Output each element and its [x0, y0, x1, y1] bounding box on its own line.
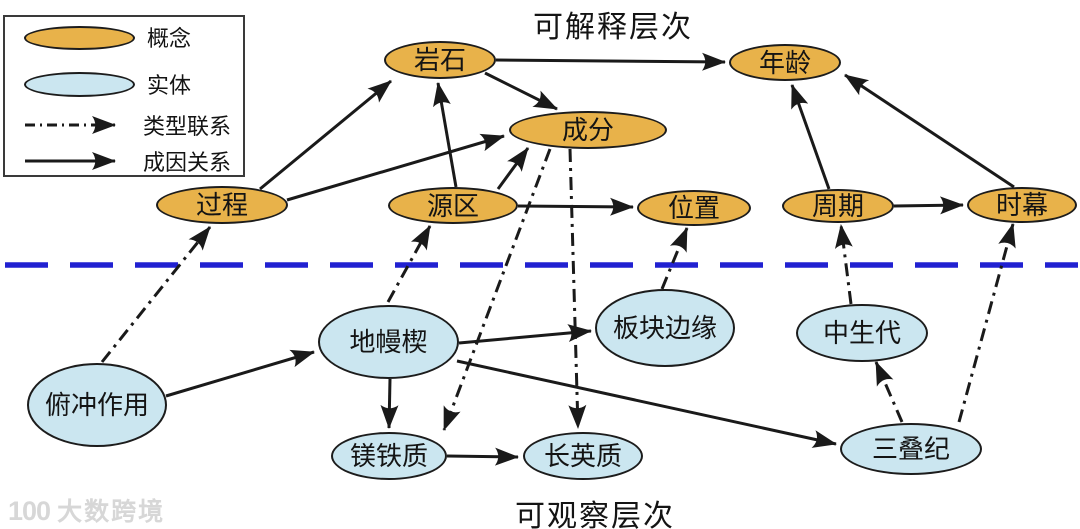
edge-causal-mantlewedge-platemargin	[458, 324, 592, 345]
edge-type-mesozoic-cycle	[834, 224, 853, 305]
legend-causal-relation-arrow	[25, 152, 116, 170]
edge-causal-rock-composition	[484, 71, 558, 111]
edge-type-platemargin-location	[660, 227, 689, 290]
edge-type-triassic-epoch	[957, 223, 1016, 423]
edge-causal-process-composition	[286, 133, 505, 202]
node-concept-cycle: 周期	[782, 189, 894, 223]
edge-causal-mantlewedge-mafic	[380, 378, 399, 429]
edge-causal-source-location	[517, 197, 634, 216]
edge-causal-subduction-mantlewedge	[165, 349, 315, 398]
node-entity-mafic: 镁铁质	[331, 432, 447, 480]
legend-type-relation-label: 类型联系	[143, 114, 232, 139]
node-concept-age: 年龄	[729, 44, 841, 81]
node-concept-source-region: 源区	[388, 187, 518, 224]
title-observable-layer: 可观察层次	[515, 500, 675, 529]
node-entity-mesozoic: 中生代	[796, 304, 928, 362]
edge-causal-process-rock	[259, 79, 392, 191]
edge-type-composition-mafic	[442, 148, 552, 431]
legend: 概念 实体 类型联系 成因关系	[3, 15, 245, 177]
legend-entity-swatch	[24, 72, 135, 97]
edge-type-subduction-process	[100, 226, 212, 363]
edge-causal-source-composition	[496, 147, 530, 190]
edge-causal-cycle-epoch	[893, 196, 964, 215]
node-entity-plate-margin: 板块边缘	[595, 289, 735, 367]
node-entity-mantle-wedge: 地幔楔	[318, 305, 459, 379]
watermark-logo: 100	[8, 496, 51, 526]
edge-causal-rock-age	[495, 52, 726, 71]
watermark: 100 大数跨境	[8, 492, 165, 528]
legend-causal-relation-label: 成因关系	[143, 150, 232, 175]
legend-concept-label: 概念	[147, 26, 192, 51]
legend-type-relation-arrow	[25, 116, 116, 134]
node-concept-process: 过程	[156, 186, 288, 224]
node-entity-felsic: 长英质	[523, 432, 643, 480]
node-concept-epoch: 时幕	[967, 187, 1077, 223]
legend-concept-swatch	[24, 26, 135, 50]
edge-causal-mantlewedge-triassic	[456, 359, 837, 448]
edge-causal-cycle-age	[790, 84, 831, 190]
node-entity-triassic: 三叠纪	[840, 423, 982, 475]
legend-entity-label: 实体	[147, 73, 192, 98]
node-concept-location: 位置	[637, 190, 751, 226]
edge-type-triassic-mesozoic	[874, 361, 904, 423]
title-interpretable-layer: 可解释层次	[533, 11, 693, 44]
node-entity-subduction: 俯冲作用	[27, 363, 167, 447]
edge-causal-epoch-age	[844, 73, 1015, 189]
node-concept-rock: 岩石	[384, 41, 496, 79]
edge-causal-mafic-felsic	[446, 447, 519, 466]
node-concept-composition: 成分	[509, 111, 667, 149]
edge-type-composition-felsic	[568, 148, 587, 429]
edge-causal-source-rock	[433, 82, 458, 188]
watermark-text: 大数跨境	[57, 498, 166, 526]
